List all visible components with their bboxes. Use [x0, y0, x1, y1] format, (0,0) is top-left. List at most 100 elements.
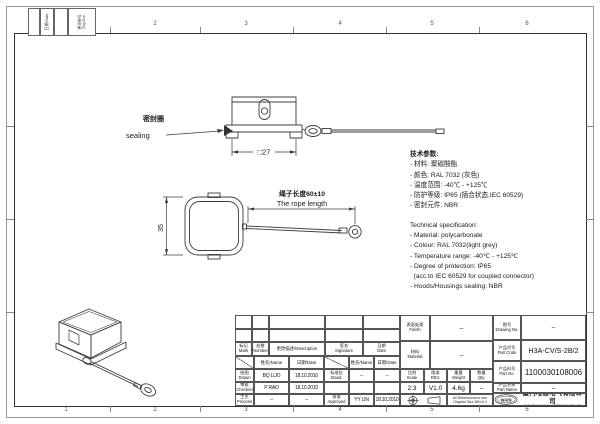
- zone-tick: [6, 312, 14, 313]
- dim-height-35: 35: [158, 196, 183, 256]
- svg-text:WAIN: WAIN: [501, 397, 512, 402]
- cell-material-value: –: [430, 341, 493, 369]
- zone-tick: [200, 27, 201, 33]
- rope-front-view: [246, 225, 362, 239]
- cell-process-date: –: [289, 394, 324, 406]
- zone-number: 3: [244, 407, 248, 413]
- cell-drawing-no-value: –: [521, 315, 586, 340]
- company-name-en: XIAMEN WAIN ELECTRICAL CO.LTD: [523, 403, 582, 406]
- rev-empty-cell: [269, 329, 325, 342]
- seal-ring-mark: [224, 125, 233, 136]
- cell-company: WAIN 厦门唯恩电气有限公司 XIAMEN WAIN ELECTRICAL C…: [493, 393, 586, 406]
- spec-line: - 温度范围: -40℃ - +125℃: [410, 181, 488, 189]
- zone-tick: [586, 219, 594, 220]
- cell-part-code-value: H3A-CV/S-2B/2: [521, 340, 586, 361]
- cell-projection-symbols: [400, 394, 447, 406]
- zone-number: 4: [338, 21, 342, 27]
- zone-tick: [293, 27, 294, 33]
- dim-35-text: 35: [158, 224, 165, 232]
- cell-part-name-value: –: [521, 383, 586, 393]
- cell-approved-name: YY LIN: [349, 394, 374, 406]
- spec-line: - Degree of protection: IP65: [410, 262, 492, 270]
- zone-number: 6: [525, 407, 529, 413]
- leader-arrow: [217, 129, 224, 133]
- zone-number: 1: [64, 407, 68, 413]
- zone-number: 5: [430, 21, 434, 27]
- corner-cell-empty: [54, 8, 68, 36]
- view-side-with-rope: 密封圈 sealing □27: [126, 96, 445, 157]
- wain-logo-icon: WAIN: [494, 394, 518, 405]
- view-front-with-rope: 35 绳子长度60±10 The rope length: [158, 189, 362, 260]
- cell-approved-date: 18.10.2010: [374, 394, 400, 406]
- drawing-frame: [14, 33, 587, 407]
- dim-27-text: □27: [258, 148, 271, 157]
- zone-tick: [479, 27, 480, 33]
- spec-line: - 密封元件: NBR: [410, 202, 458, 210]
- empty-cell: [374, 382, 400, 394]
- corner-cell-chg: 更改单号 Chg Doc: [68, 8, 96, 36]
- cell-drawn-date: 18.10.2010: [289, 369, 324, 382]
- spec-line: - Colour: RAL 7032(light grey): [410, 242, 498, 250]
- cap-side-view: [225, 96, 303, 139]
- corner-date-label: 日期/Date: [44, 13, 49, 31]
- cell-rev-value: V1.0: [424, 382, 447, 394]
- cap-iso: [55, 308, 127, 366]
- corner-chg-label: 更改单号 Chg Doc: [77, 14, 86, 30]
- cell-weight-value: 4.6g: [447, 382, 470, 394]
- rev-empty-cell: [363, 315, 400, 329]
- dim-rope-length: 绳子长度60±10 The rope length: [247, 189, 356, 224]
- spec-line: - Temperature range: -40℃ - +125℃: [410, 252, 519, 260]
- name-header: 姓名/Name: [349, 356, 374, 369]
- company-name-cn: 厦门唯恩电气有限公司: [522, 393, 583, 405]
- spec-line: - Hoods/Housings sealing: NBR: [410, 283, 503, 291]
- cell-stand-name: –: [349, 369, 374, 382]
- empty-cell: [324, 382, 349, 394]
- zone-number: 4: [338, 407, 342, 413]
- sealing-label-cn: 密封圈: [143, 114, 164, 123]
- diagonal-cell: [235, 356, 254, 369]
- technical-specs: 技术参数: - 材料: 聚碳酸酯 - 颜色: RAL 7032 (灰色) - 温…: [410, 150, 590, 293]
- zone-number: 3: [244, 21, 248, 27]
- zone-number: 6: [525, 21, 529, 27]
- zone-number: 2: [153, 407, 157, 413]
- first-angle-projection-icon: [407, 395, 440, 405]
- cell-process-name: –: [254, 394, 289, 406]
- cell-stand-date: –: [374, 369, 400, 382]
- dim-width-27: □27: [231, 139, 297, 157]
- rope-iso: [82, 357, 156, 397]
- cell-checked-date: 18.10.2010: [289, 382, 324, 394]
- zone-tick: [110, 406, 111, 412]
- cell-finish-value: –: [430, 315, 493, 341]
- cell-qty-value: –: [470, 382, 493, 394]
- spec-line: (acc.to IEC 60529 for coupled connector): [410, 273, 534, 281]
- cell-drawn-name: BQ LUO: [254, 369, 289, 382]
- rev-empty-cell: [252, 329, 269, 342]
- rev-empty-cell: [325, 329, 363, 342]
- rev-empty-cell: [363, 329, 400, 342]
- zone-tick: [586, 126, 594, 127]
- specs-title-en: Technical specification:: [410, 221, 478, 229]
- zone-tick: [110, 27, 111, 33]
- cap-front-view: [184, 192, 247, 260]
- empty-cell: [349, 382, 374, 394]
- corner-cell-empty: [28, 8, 40, 36]
- spec-line: - 材料: 聚碳酸酯: [410, 161, 458, 169]
- rev-empty-cell: [325, 315, 363, 329]
